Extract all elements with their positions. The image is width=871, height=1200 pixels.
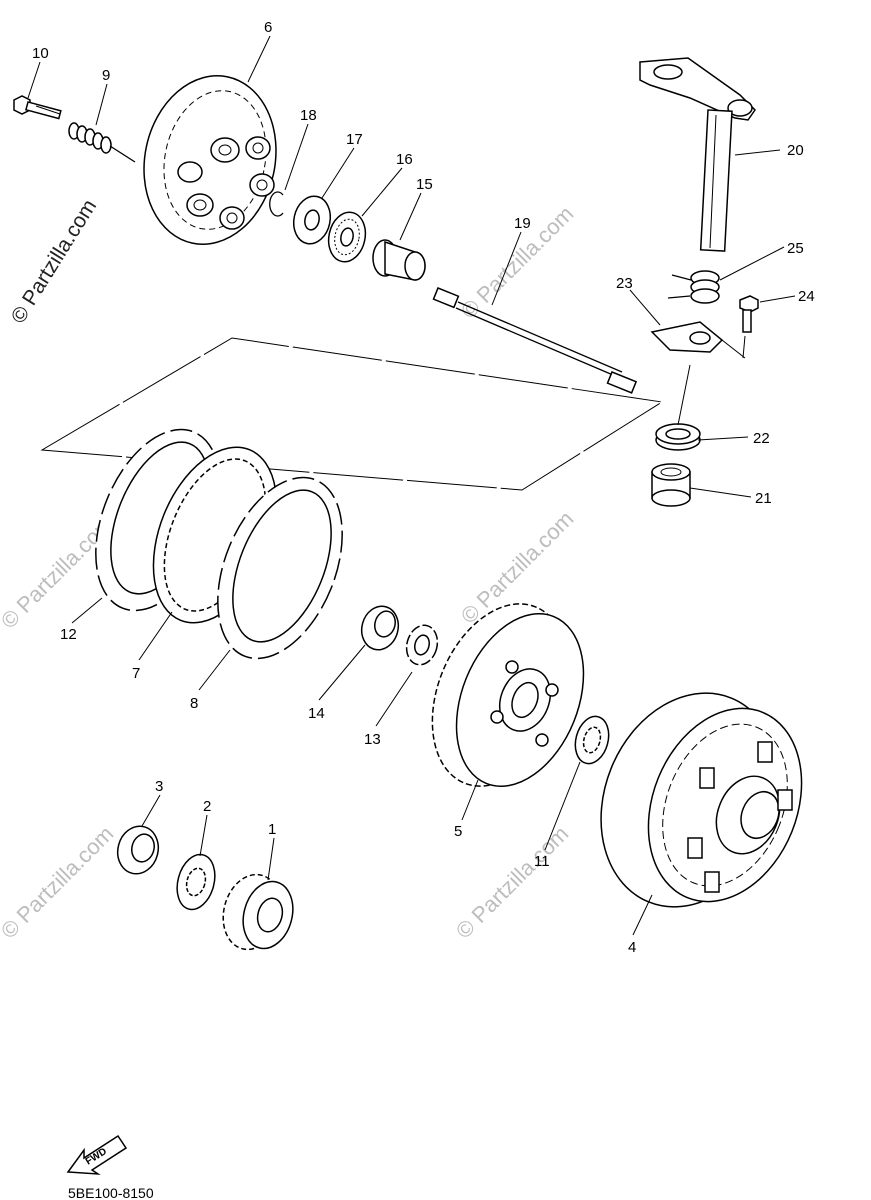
- callout-23: 23: [616, 275, 633, 292]
- callout-1: 1: [268, 821, 276, 838]
- callout-24: 24: [798, 288, 815, 305]
- part-10-bolt: [13, 95, 62, 120]
- callout-21: 21: [755, 490, 772, 507]
- callout-17: 17: [346, 131, 363, 148]
- part-25-spring: [667, 270, 720, 304]
- part-19-push-rod: [432, 287, 638, 394]
- part-13-lock-washer: [405, 624, 439, 666]
- part-20-push-lever: [639, 57, 756, 252]
- part-3-nut: [116, 825, 160, 875]
- callout-16: 16: [396, 151, 413, 168]
- callout-25: 25: [787, 240, 804, 257]
- callout-15: 15: [416, 176, 433, 193]
- assembly-boundary: [40, 337, 664, 491]
- callout-11: 11: [534, 853, 550, 870]
- callout-7: 7: [132, 665, 140, 682]
- watermark: © Partzilla.com: [0, 821, 118, 944]
- watermark-main: © Partzilla.com: [7, 195, 101, 327]
- callout-2: 2: [203, 798, 211, 815]
- callout-3: 3: [155, 778, 163, 795]
- part-24-bolt: [739, 295, 759, 333]
- callout-19: 19: [514, 215, 531, 232]
- callout-5: 5: [454, 823, 462, 840]
- callout-22: 22: [753, 430, 770, 447]
- part-23-plate: [650, 321, 746, 359]
- diagram-reference-code: 5BE100-8150: [68, 1185, 154, 1200]
- part-6-pressure-plate: [143, 75, 277, 245]
- callout-6: 6: [264, 19, 272, 36]
- callout-4: 4: [628, 939, 636, 956]
- part-22-seal: [655, 423, 701, 451]
- callout-8: 8: [190, 695, 198, 712]
- part-1-gear: [222, 873, 294, 951]
- callout-9: 9: [102, 67, 110, 84]
- part-17-washer: [292, 195, 332, 245]
- part-4-clutch-housing: [600, 692, 803, 908]
- callout-13: 13: [364, 731, 381, 748]
- callout-12: 12: [60, 626, 77, 643]
- callout-labels: 1 2 3 4 5 6 7 8 9 10 11 12 13 14 15 16 1…: [32, 19, 815, 956]
- watermark: © Partzilla.com: [451, 821, 574, 944]
- callout-18: 18: [300, 107, 317, 124]
- part-11-washer: [574, 715, 610, 765]
- part-8-friction-plate: [217, 476, 343, 660]
- part-2-washer: [176, 853, 216, 911]
- leader-lines: [27, 35, 796, 936]
- part-9-spring: [68, 122, 136, 163]
- fwd-arrow-icon: FWD: [66, 1134, 128, 1175]
- part-18-circlip: [269, 191, 284, 217]
- part-16-bearing: [327, 211, 367, 263]
- part-5-clutch-boss: [431, 603, 585, 787]
- callout-20: 20: [787, 142, 804, 159]
- part-14-nut: [360, 605, 400, 651]
- part-21-bushing: [651, 463, 691, 507]
- part-15-push-rod: [372, 239, 426, 281]
- callout-14: 14: [308, 705, 325, 722]
- callout-10: 10: [32, 45, 49, 62]
